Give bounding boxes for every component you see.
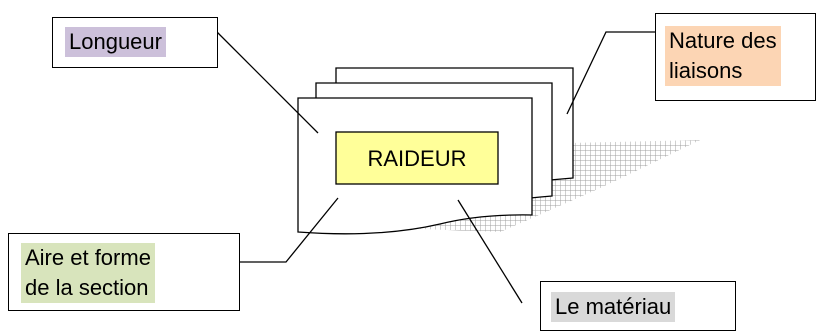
material-label: Le matériau <box>551 292 676 322</box>
connector-bonds <box>566 31 656 115</box>
section-label-line1: Aire et forme <box>25 245 151 270</box>
bonds-callout: Nature des liaisons <box>655 13 816 101</box>
section-label-line2: de la section <box>25 275 149 300</box>
connector-material <box>457 199 523 304</box>
section-callout: Aire et forme de la section <box>8 233 240 311</box>
bonds-label-line2: liaisons <box>669 58 743 83</box>
connector-length <box>216 31 319 134</box>
center-box <box>335 131 499 185</box>
center-label: RAIDEUR <box>367 146 466 171</box>
material-callout: Le matériau <box>540 281 736 331</box>
bonds-label-line1: Nature des <box>669 28 777 53</box>
length-callout: Longueur <box>52 17 218 68</box>
connector-section <box>240 197 339 263</box>
length-label: Longueur <box>65 27 166 57</box>
